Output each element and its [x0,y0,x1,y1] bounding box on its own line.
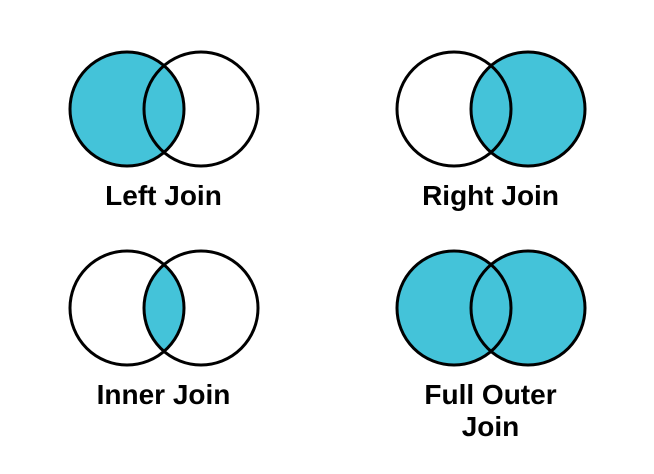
right-circle-outline [142,249,259,367]
full-outer-join-panel: Full Outer Join [327,237,654,474]
right-circle-outline [469,50,586,168]
full-outer-join-venn-diagram [395,249,586,367]
left-circle [69,52,184,166]
right-join-venn-diagram [395,50,586,168]
left-join-label: Left Join [105,180,222,211]
right-circle-outline [469,249,586,367]
left-join-panel: Left Join [0,0,327,237]
left-circle-outline [68,50,185,168]
left-circle-outline [68,249,185,367]
full-outer-join-label: Full Outer Join [424,379,557,443]
right-circle-outline [142,50,259,168]
inner-join-venn-diagram [68,249,259,367]
inner-join-label: Inner Join [96,379,231,410]
left-circle-outline [395,50,512,168]
right-circle [470,52,585,166]
right-join-label: Right Join [422,180,559,211]
right-join-panel: Right Join [327,0,654,237]
left-join-venn-diagram [68,50,259,168]
intersection-lens [143,251,184,365]
left-circle-outline [395,249,512,367]
inner-join-panel: Inner Join [0,237,327,474]
right-circle [470,251,585,365]
